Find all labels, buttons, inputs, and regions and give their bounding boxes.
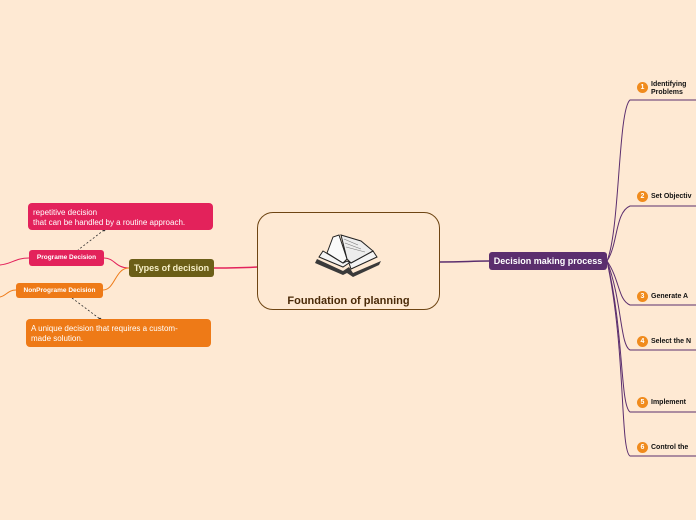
step-number-badge: 6 bbox=[637, 442, 648, 453]
step-label: Generate A bbox=[651, 293, 696, 301]
types-of-decision-node[interactable]: Types of decision bbox=[129, 259, 214, 277]
step-number-badge: 2 bbox=[637, 191, 648, 202]
note-line: that can be handled by a routine approac… bbox=[33, 218, 208, 228]
step-number-badge: 3 bbox=[637, 291, 648, 302]
step-number-badge: 4 bbox=[637, 336, 648, 347]
programe-decision-node[interactable]: Programe Decision bbox=[29, 250, 104, 266]
central-topic-title: Foundation of planning bbox=[258, 295, 439, 307]
programe-decision-note[interactable]: repetitive decision that can be handled … bbox=[28, 203, 213, 230]
step-label: Implement bbox=[651, 399, 696, 407]
step-label: Set Objectiv bbox=[651, 193, 696, 201]
step-number-badge: 1 bbox=[637, 82, 648, 93]
decision-making-process-node[interactable]: Decision making process bbox=[489, 252, 607, 270]
open-book-icon bbox=[313, 233, 385, 277]
step-label: Control the bbox=[651, 444, 696, 452]
note-line: repetitive decision bbox=[33, 208, 208, 218]
central-topic[interactable]: Foundation of planning bbox=[257, 212, 440, 310]
note-line: A unique decision that requires a custom… bbox=[31, 324, 206, 334]
note-line: made solution. bbox=[31, 334, 206, 344]
step-label: Select the N bbox=[651, 338, 696, 346]
nonprograme-decision-node[interactable]: NonPrograme Decision bbox=[16, 283, 103, 298]
step-label: Identifying Problems bbox=[651, 81, 696, 97]
step-number-badge: 5 bbox=[637, 397, 648, 408]
nonprograme-decision-note[interactable]: A unique decision that requires a custom… bbox=[26, 319, 211, 347]
